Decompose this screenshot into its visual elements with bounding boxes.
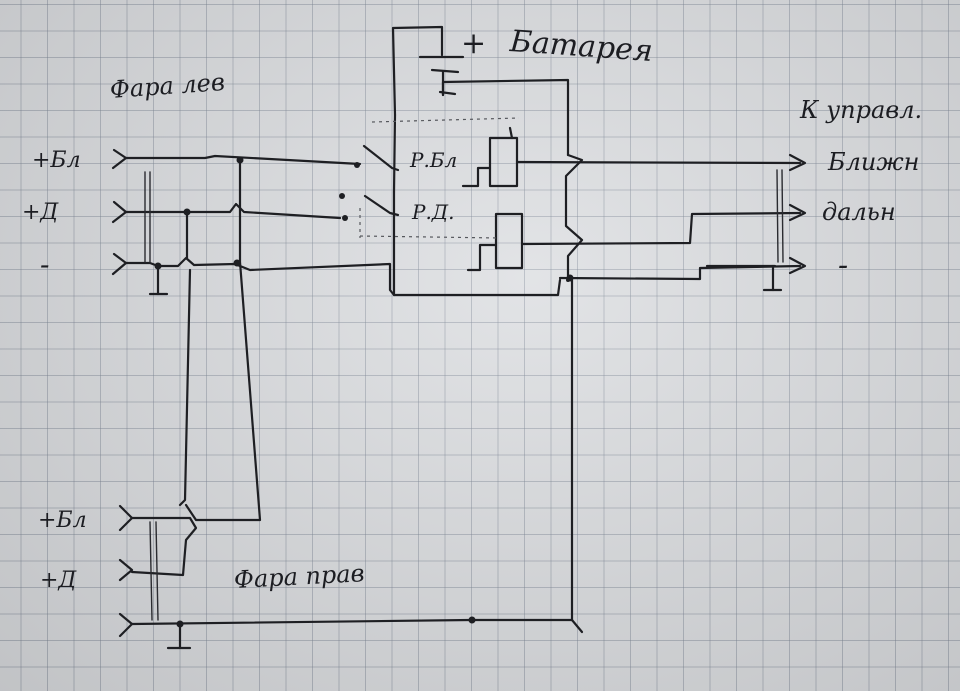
relay-far-label: Р.Д.	[412, 200, 455, 224]
relay-far	[339, 193, 524, 272]
control-bus	[515, 153, 807, 292]
relay-far-contact-b	[342, 215, 348, 221]
left-minus-label: -	[40, 248, 50, 281]
to-control-label: К управл.	[800, 96, 923, 124]
battery-plus-sign: +	[461, 26, 487, 61]
far-output-label: дальн	[822, 198, 896, 226]
battery-plus-bus	[392, 113, 562, 297]
left-headlight-wiring	[111, 148, 396, 522]
right-near-label: +Бл	[38, 508, 87, 533]
left-far-label: +Д	[22, 200, 59, 225]
right-headlight-wiring	[118, 274, 584, 650]
relay-far-contact-a	[339, 193, 345, 199]
left-near-label: +Бл	[32, 148, 81, 173]
right-far-label: +Д	[40, 568, 77, 593]
minus-output-label: -	[838, 248, 849, 283]
relay-near-label: Р.Бл	[410, 148, 458, 172]
relay-near-coil	[488, 136, 519, 188]
near-output-label: Ближн	[828, 148, 920, 176]
battery-symbol	[391, 25, 570, 157]
relay-far-coil	[494, 212, 524, 270]
